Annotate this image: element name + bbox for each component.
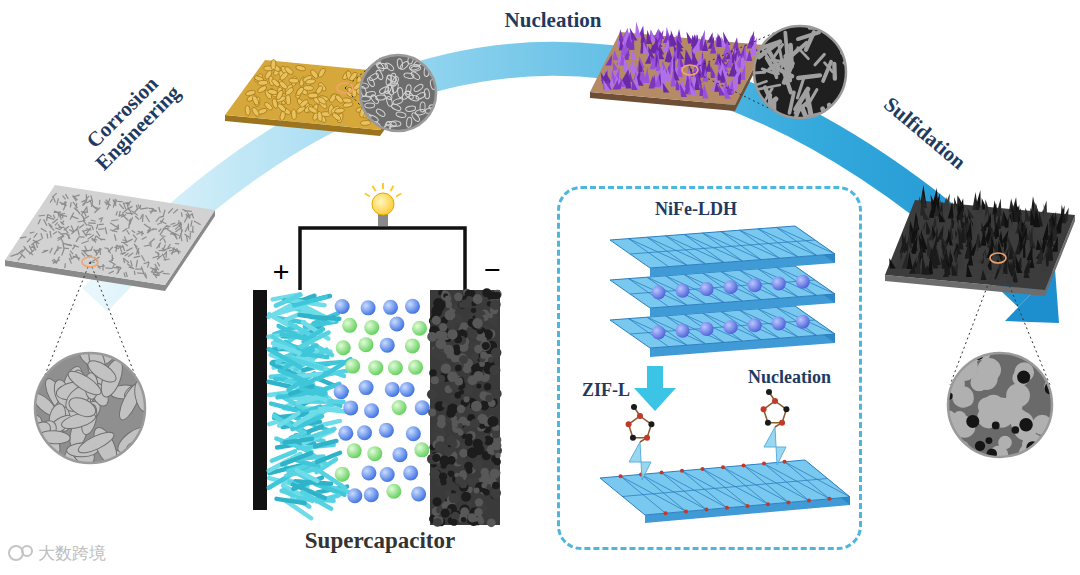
corroded-sample [225,60,420,136]
watermark-logo [9,546,32,560]
step-label: Sulfidation [880,93,970,174]
step-label: Corrosion Engineering [65,55,195,185]
mechanism-inset: NiFe-LDH ZIF-L Nucleation [557,186,862,550]
supercapacitor-device [253,183,502,527]
watermark: 大数跨境 [38,545,106,563]
process-arrow [634,366,676,411]
process-ribbon [95,59,1030,300]
polarity-sign: + [272,256,289,288]
step-label: Nucleation [505,9,602,31]
sem-inset [24,341,157,473]
zif-molecule [626,404,655,480]
polarity-sign: − [483,254,500,286]
sem-inset [356,52,439,135]
sem-inset [732,26,859,130]
supercapacitor-panel: Supercapacitor [250,180,518,565]
device-caption: Supercapacitor [250,528,510,554]
zif-molecule [761,389,790,465]
material-label: NiFe-LDH [655,199,737,220]
ldh-structure [600,226,850,523]
sem-inset [940,345,1059,466]
step-label: Nucleation [748,367,831,388]
sulfided-sample [885,185,1075,296]
illustration-details [5,22,1075,528]
light-bulb [365,183,401,226]
nucleated-sample [590,22,765,112]
nickel-foam-sample [5,185,215,291]
material-label: ZIF-L [582,380,630,401]
